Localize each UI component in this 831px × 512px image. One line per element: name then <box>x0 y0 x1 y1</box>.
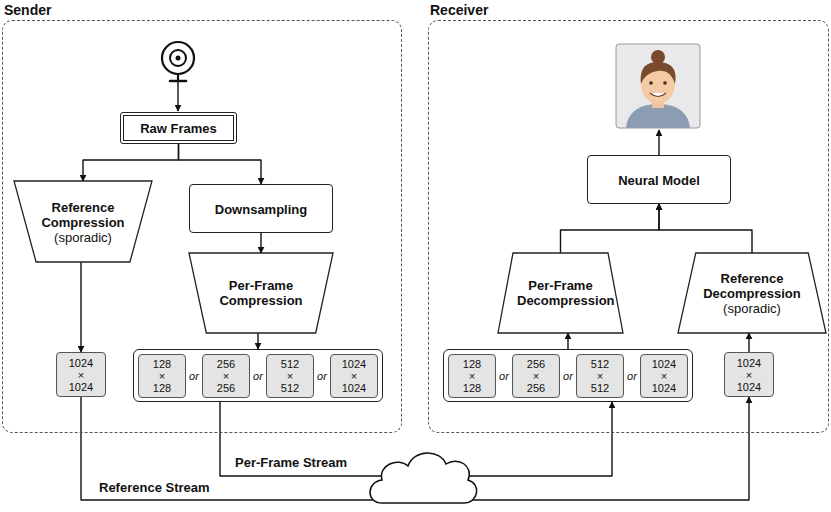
resolution-label: 1024 × 1024 <box>737 357 761 393</box>
box-title: Raw Frames <box>126 121 231 136</box>
box-title: Per-Frame Decompression <box>517 278 604 308</box>
text-block: Raw Frames <box>126 121 231 136</box>
resolution-label: 256 × 256 <box>217 358 235 394</box>
text-block: Reference Compression(sporadic) <box>40 199 126 244</box>
face-illustration <box>616 44 700 128</box>
text-block: 128 × 128 <box>141 358 183 394</box>
resolution-group: or or or 128 × 128 256 × 256 512 × 512 1024 × … <box>133 349 383 402</box>
resolution-box: 1024 × 1024 <box>640 354 688 398</box>
or-separator: or <box>317 370 327 382</box>
decompression-trapezoid: Per-Frame Decompression <box>498 253 623 333</box>
text-block: Downsampling <box>195 201 327 216</box>
or-separator: or <box>499 370 509 382</box>
resolution-label: 128 × 128 <box>463 358 481 394</box>
text-block: 512 × 512 <box>579 358 621 394</box>
resolution-box: 1024 × 1024 <box>724 352 774 397</box>
or-separator: or <box>627 370 637 382</box>
text-block: 512 × 512 <box>269 358 311 394</box>
panel-heading: Receiver <box>430 2 488 18</box>
text-block: Per-Frame Decompression <box>517 278 604 308</box>
flow-arrow <box>260 233 261 253</box>
resolution-box: 512 × 512 <box>266 354 314 398</box>
resolution-group: or or or 128 × 128 256 × 256 512 × 512 1024 × … <box>443 349 693 402</box>
flow-arrow <box>561 204 660 253</box>
text-block: 1024 × 1024 <box>727 357 771 393</box>
text-block: Neural Model <box>593 172 725 187</box>
box-title: Reference Compression <box>40 199 126 229</box>
box-note: (sporadic) <box>40 229 126 244</box>
resolution-box: 256 × 256 <box>202 354 250 398</box>
webcam-icon <box>162 42 194 111</box>
resolution-label: 512 × 512 <box>281 358 299 394</box>
resolution-box: 1024 × 1024 <box>56 352 106 397</box>
resolution-box: 512 × 512 <box>576 354 624 398</box>
text-block: 1024 × 1024 <box>59 357 103 393</box>
or-separator: or <box>253 370 263 382</box>
stream-label: Per-Frame Stream <box>233 455 349 470</box>
region-panel: ReceiverNeural ModelPer-Frame Decompress… <box>428 20 829 433</box>
resolution-box: 128 × 128 <box>448 354 496 398</box>
resolution-box: 128 × 128 <box>138 354 186 398</box>
flow-arrow <box>257 333 258 349</box>
stream-label: Reference Stream <box>97 480 212 495</box>
text-block: 128 × 128 <box>451 358 493 394</box>
frame-source-box: Raw Frames <box>120 112 237 144</box>
text-block: 1024 × 1024 <box>643 358 685 394</box>
flow-arrow <box>567 333 568 349</box>
flow-arrow <box>179 144 262 184</box>
panel-heading: Sender <box>4 2 51 18</box>
resolution-label: 256 × 256 <box>527 358 545 394</box>
compression-trapezoid: Reference Compression(sporadic) <box>14 181 152 262</box>
resolution-box: 256 × 256 <box>512 354 560 398</box>
text-block: Per-Frame Compression <box>211 278 312 308</box>
or-separator: or <box>563 370 573 382</box>
decompression-trapezoid: Reference Decompression(sporadic) <box>678 253 826 333</box>
text-block: 256 × 256 <box>205 358 247 394</box>
process-box: Neural Model <box>587 155 731 204</box>
resolution-label: 128 × 128 <box>153 358 171 394</box>
compression-trapezoid: Per-Frame Compression <box>189 253 333 333</box>
resolution-box: 1024 × 1024 <box>330 354 378 398</box>
resolution-label: 1024 × 1024 <box>342 358 366 394</box>
resolution-label: 1024 × 1024 <box>652 358 676 394</box>
process-box: Downsampling <box>189 184 333 233</box>
output-arrow <box>658 130 659 155</box>
flow-arrow <box>748 333 749 352</box>
text-block: Reference Decompression(sporadic) <box>700 271 804 316</box>
text-block: 1024 × 1024 <box>333 358 375 394</box>
box-title: Reference Decompression <box>700 271 804 301</box>
box-title: Downsampling <box>195 201 327 216</box>
resolution-label: 1024 × 1024 <box>69 357 93 393</box>
box-note: (sporadic) <box>700 301 804 316</box>
or-separator: or <box>189 370 199 382</box>
text-block: 256 × 256 <box>515 358 557 394</box>
box-title: Neural Model <box>593 172 725 187</box>
flow-arrow <box>80 262 81 352</box>
flow-arrow <box>83 144 179 181</box>
flow-arrow <box>659 204 752 253</box>
box-title: Per-Frame Compression <box>211 278 312 308</box>
region-panel: SenderRaw FramesReference Compression(sp… <box>2 20 402 433</box>
resolution-label: 512 × 512 <box>591 358 609 394</box>
